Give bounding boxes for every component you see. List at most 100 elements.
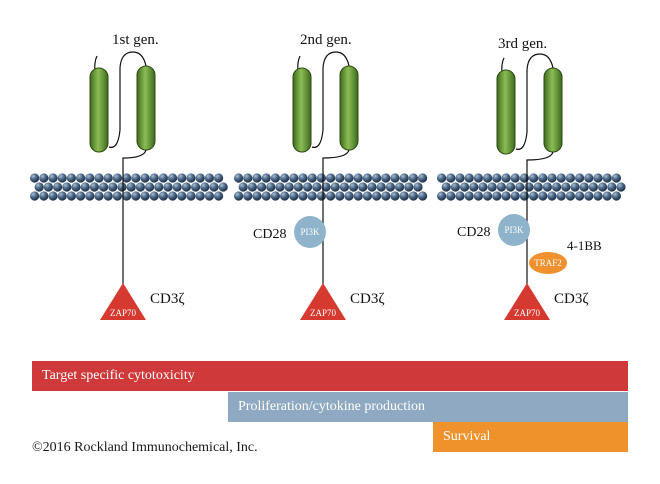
membrane-bead xyxy=(556,191,566,201)
membrane-bead xyxy=(321,182,331,192)
membrane-bead xyxy=(335,173,345,183)
membrane-bead xyxy=(85,173,95,183)
membrane-bead xyxy=(538,191,548,201)
membrane-bead xyxy=(542,182,553,192)
zap70-label: ZAP70 xyxy=(514,308,541,318)
membrane-bead xyxy=(280,173,290,183)
membrane-bead xyxy=(191,182,201,192)
membrane-bead xyxy=(399,191,409,201)
membrane-bead xyxy=(122,191,132,201)
membrane-bead xyxy=(266,182,276,192)
membrane-bead xyxy=(303,182,313,192)
membrane-bead xyxy=(390,173,400,183)
pi3k-circle: PI3K xyxy=(498,214,530,246)
scfv-domain xyxy=(89,51,156,285)
membrane-bead xyxy=(117,182,127,192)
membrane-bead xyxy=(399,173,409,183)
cd28-label: CD28 xyxy=(457,225,490,240)
membrane-bead xyxy=(298,173,308,183)
membrane-bead xyxy=(234,173,244,183)
membrane-bead xyxy=(214,173,224,183)
membrane-bead xyxy=(76,191,86,201)
membrane-bead xyxy=(446,191,456,201)
construct-title: 3rd gen. xyxy=(498,36,547,52)
membrane-bead xyxy=(270,191,280,201)
membrane-bead xyxy=(293,182,303,192)
membrane-bead xyxy=(455,173,465,183)
membrane-bead xyxy=(135,182,145,192)
helix-2 xyxy=(339,65,359,151)
membrane-bead xyxy=(395,182,405,192)
membrane-bead xyxy=(29,173,40,183)
membrane-bead xyxy=(71,182,81,192)
membrane-bead xyxy=(195,173,205,183)
membrane-bead xyxy=(501,173,511,183)
membrane-bead xyxy=(339,182,349,192)
membrane-bead xyxy=(593,191,603,201)
membrane-bead xyxy=(261,191,271,201)
construct-title: 1st gen. xyxy=(112,32,159,48)
membrane-bead xyxy=(556,173,566,183)
membrane-bilayer xyxy=(29,173,228,201)
membrane-bead xyxy=(181,182,191,192)
zap70-triangle: ZAP70 xyxy=(300,283,346,320)
membrane-bead xyxy=(85,191,95,201)
membrane-bead xyxy=(214,191,224,201)
membrane-bead xyxy=(168,191,178,201)
construct-first-gen: 1st gen. ZAP70 CD3ζ xyxy=(29,32,228,320)
membrane-bead xyxy=(53,182,63,192)
helix-2 xyxy=(543,67,563,153)
linker-loop xyxy=(322,149,350,285)
membrane-bead xyxy=(186,191,196,201)
membrane-bead xyxy=(353,191,363,201)
membrane-bead xyxy=(455,191,465,201)
membrane-bead xyxy=(307,191,317,201)
membrane-bead xyxy=(547,173,557,183)
construct-title: 2nd gen. xyxy=(300,32,352,48)
membrane-bead xyxy=(131,173,141,183)
membrane-bead xyxy=(515,182,525,192)
membrane-bead xyxy=(579,182,589,192)
membrane-bead xyxy=(177,173,187,183)
membrane-bead xyxy=(43,182,54,192)
membrane-bead xyxy=(404,182,414,192)
membrane-bead xyxy=(80,182,90,192)
membrane-bead xyxy=(34,182,44,192)
membrane-bead xyxy=(570,182,580,192)
membrane-bead xyxy=(607,182,617,192)
membrane-bead xyxy=(483,191,493,201)
membrane-bead xyxy=(473,191,483,201)
membrane-bead xyxy=(524,182,534,192)
membrane-bead xyxy=(103,173,113,183)
membrane-bead xyxy=(57,173,67,183)
membrane-bead xyxy=(519,173,530,183)
membrane-bead xyxy=(252,191,262,201)
membrane-bead xyxy=(204,173,214,183)
membrane-bead xyxy=(112,173,122,183)
membrane-bead xyxy=(611,173,622,183)
membrane-bead xyxy=(94,191,104,201)
membrane-bead xyxy=(154,182,164,192)
membrane-bead xyxy=(39,173,49,183)
membrane-bead xyxy=(280,191,290,201)
helix-1 xyxy=(89,67,109,153)
survival-label: Survival xyxy=(443,429,491,444)
membrane-bead xyxy=(487,182,497,192)
membrane-bead xyxy=(149,191,159,201)
membrane-bead xyxy=(450,182,460,192)
proliferation-label: Proliferation/cytokine production xyxy=(238,399,426,414)
helix-2 xyxy=(136,65,156,151)
membrane-bead xyxy=(418,191,428,201)
membrane-bead xyxy=(344,191,354,201)
membrane-bead xyxy=(611,191,622,201)
membrane-bead xyxy=(66,191,76,201)
membrane-bead xyxy=(506,182,516,192)
membrane-bead xyxy=(238,182,248,192)
membrane-bead xyxy=(501,191,511,201)
traf2-ellipse: TRAF2 xyxy=(529,252,567,274)
membrane-bead xyxy=(561,182,571,192)
membrane-bead xyxy=(464,173,474,183)
membrane-bead xyxy=(358,182,368,192)
scfv-domain xyxy=(496,53,563,285)
